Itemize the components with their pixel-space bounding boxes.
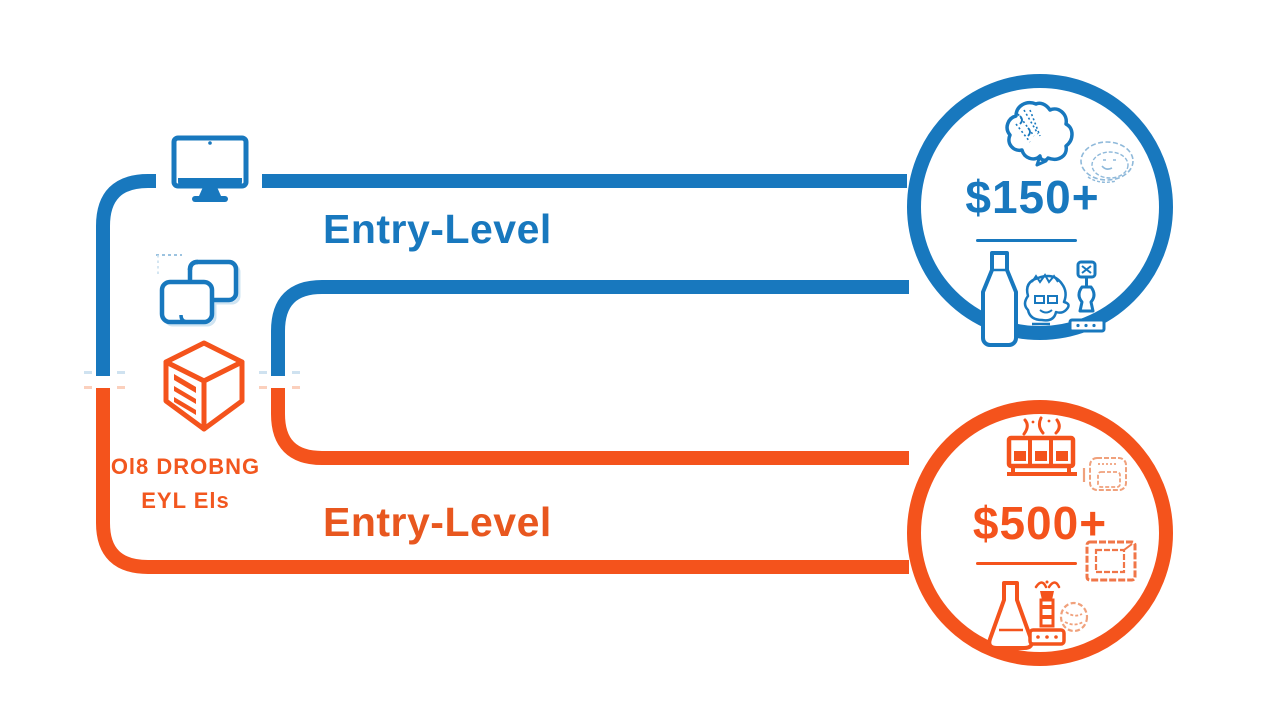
- junction-ticks: [84, 371, 300, 389]
- face-doodle-icon: [1018, 270, 1072, 332]
- monitor-icon: [170, 135, 250, 207]
- stamp-trophy-icon: [1024, 578, 1070, 652]
- blue-node-circle: [907, 74, 1173, 340]
- blue-node-divider: [976, 239, 1077, 242]
- orange-path-label: Entry-Level: [323, 499, 552, 545]
- camera-doodle-icon: [1080, 450, 1134, 502]
- blue-path-label: Entry-Level: [323, 206, 552, 252]
- devices-icon: [146, 244, 242, 330]
- left-caption-line1: Ol8 DROBNG: [110, 454, 261, 479]
- orange-node-circle: [907, 400, 1173, 666]
- joystick-trophy-icon: [1064, 258, 1110, 342]
- frame-doodle-icon: [1082, 534, 1140, 588]
- blue-node-value: $150+: [965, 171, 1100, 223]
- ball-doodle-icon: [1056, 598, 1092, 636]
- package-box-icon: [160, 338, 248, 434]
- orange-pipe-bottom: [96, 388, 909, 574]
- brain-icon: [1000, 98, 1082, 170]
- left-caption: Ol8 DROBNG EYL Els: [98, 450, 273, 518]
- orange-node-divider: [976, 562, 1077, 565]
- bottle-icon: [977, 250, 1023, 348]
- orange-pipe-top: [271, 388, 909, 465]
- orange-node-value: $500+: [972, 497, 1108, 549]
- blue-pipe-top: [96, 174, 907, 376]
- machine-icon: [1003, 416, 1081, 482]
- sketch-head-icon: [1076, 136, 1138, 190]
- blue-pipe-bottom: [271, 280, 909, 376]
- left-caption-line2: EYL Els: [141, 488, 230, 513]
